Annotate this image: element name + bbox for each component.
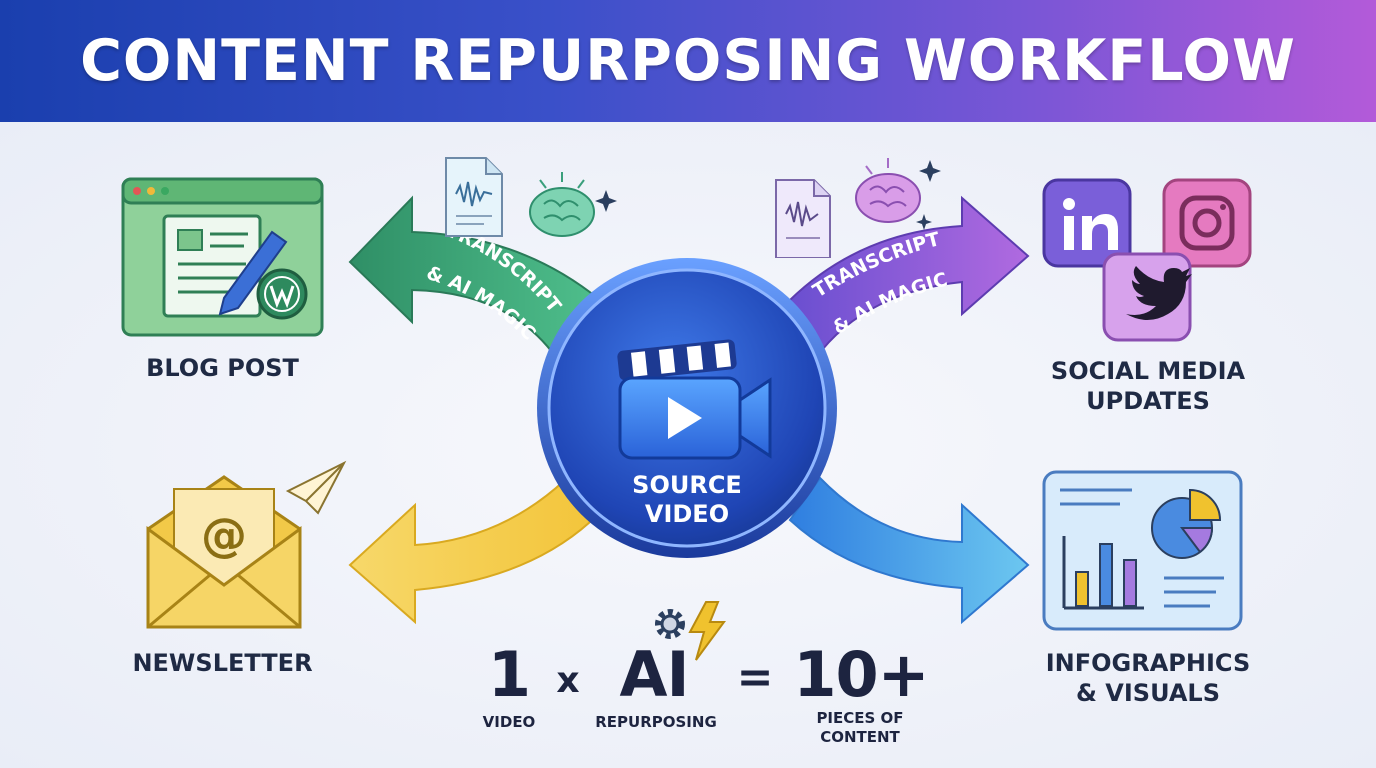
gear-icon [655, 609, 685, 639]
equation-term-video-value: 1 [487, 638, 531, 711]
arrow-to-social [788, 195, 1030, 352]
source-video-label-line2: VIDEO [644, 500, 730, 528]
page-title: CONTENT REPURPOSING WORKFLOW [80, 28, 1296, 94]
social-media-label-line1: SOCIAL MEDIA [1050, 357, 1246, 385]
equation-term-ai-value: AI [619, 638, 689, 711]
arrow-to-newsletter [348, 478, 592, 625]
blog-post-icon [121, 177, 324, 337]
arrow-to-infographics [788, 476, 1030, 625]
svg-text:@: @ [201, 508, 247, 562]
document-icon [775, 179, 831, 258]
header-banner: CONTENT REPURPOSING WORKFLOW [0, 0, 1376, 122]
equation-term-content-value: 10+ [793, 638, 929, 711]
envelope-icon: @ [146, 475, 302, 629]
newsletter-label: NEWSLETTER [132, 649, 313, 677]
wordpress-logo-icon [256, 268, 308, 320]
transcript-ai-icons-right [775, 158, 941, 258]
pencil-icon [218, 230, 288, 316]
social-media-icons [1042, 178, 1252, 342]
infographics-label-line1: INFOGRAPHICS [1045, 649, 1251, 677]
infographics-label-line2: & VISUALS [1076, 679, 1220, 707]
pie-chart-icon [1151, 488, 1222, 559]
blog-post-label: BLOG POST [146, 354, 299, 382]
paper-plane-icon [285, 460, 347, 515]
equation-term-video-caption: VIDEO [482, 713, 536, 731]
arrow-to-blog [348, 195, 602, 354]
transcript-ai-icons-left [445, 157, 617, 237]
instagram-icon [1162, 178, 1252, 268]
equation-operator-times: x [556, 660, 580, 701]
brain-icon [855, 158, 941, 230]
bar-chart-icon [1062, 536, 1144, 610]
brain-icon [529, 172, 617, 237]
document-icon [445, 157, 503, 237]
newsletter-icon: @ [146, 460, 347, 629]
twitter-icon [1102, 252, 1192, 342]
infographics-icon [1042, 470, 1243, 631]
equation-operator-equals: = [736, 652, 774, 703]
source-video-label-line1: SOURCE [632, 471, 742, 499]
linkedin-icon [1042, 178, 1132, 268]
equation-term-content-caption-line2: CONTENT [820, 728, 900, 746]
equation-term-ai-caption: REPURPOSING [595, 713, 717, 731]
social-media-label-line2: UPDATES [1086, 387, 1210, 415]
video-camera-icon [617, 339, 772, 460]
lightning-icon [688, 601, 726, 661]
equation-term-content-caption-line1: PIECES OF [816, 709, 904, 727]
gear-lightning-icon [655, 601, 726, 661]
